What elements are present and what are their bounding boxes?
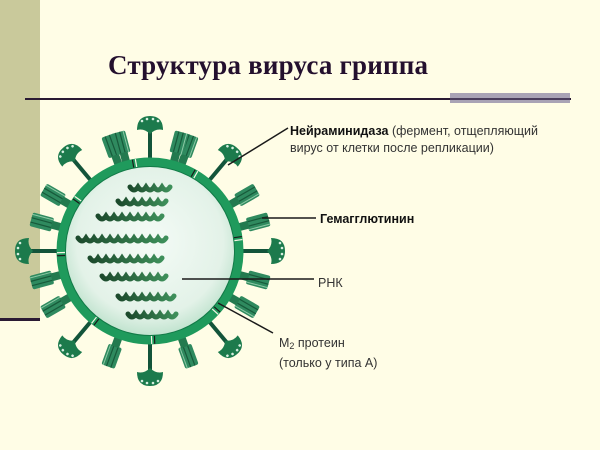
virus-membrane xyxy=(56,157,244,345)
neuraminidase-term: Нейраминидаза xyxy=(290,124,389,138)
m2-channels xyxy=(56,159,243,345)
m2-note: (только у типа A) xyxy=(279,356,378,370)
label-neuraminidase: Нейраминидаза (фермент, отщепляющий виру… xyxy=(290,123,538,157)
title-rule xyxy=(25,98,571,100)
sidebar-accent xyxy=(0,0,40,318)
neuraminidase-desc-line1: (фермент, отщепляющий xyxy=(388,124,538,138)
title-rule-accent-line xyxy=(450,98,570,100)
leader-lines xyxy=(182,127,316,334)
neuraminidase-desc-line2: вирус от клетки после репликации) xyxy=(290,141,494,155)
label-hemagglutinin: Гемагглютинин xyxy=(320,212,415,226)
rna-segments xyxy=(75,182,179,320)
slide-title: Структура вируса гриппа xyxy=(108,50,429,80)
m2-suffix: протеин xyxy=(294,336,345,350)
m2-subscript: 2 xyxy=(289,341,295,351)
m2-prefix: M xyxy=(279,336,290,350)
label-m2-protein: M2 протеин (только у типа A) xyxy=(279,335,377,372)
sidebar-rule xyxy=(0,318,40,321)
label-rna: РНК xyxy=(318,276,343,290)
